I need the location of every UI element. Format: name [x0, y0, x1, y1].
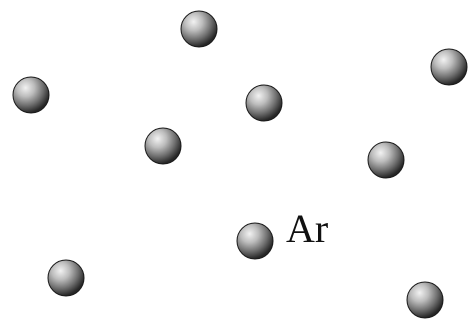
argon-atom-labeled	[236, 222, 274, 260]
argon-atom	[430, 48, 468, 86]
argon-atom	[367, 141, 405, 179]
argon-label: Ar	[286, 206, 329, 251]
argon-atom	[47, 259, 85, 297]
argon-atom	[245, 84, 283, 122]
argon-atom	[180, 10, 218, 48]
argon-atom	[406, 281, 444, 319]
argon-atom	[144, 127, 182, 165]
argon-atom	[12, 76, 50, 114]
